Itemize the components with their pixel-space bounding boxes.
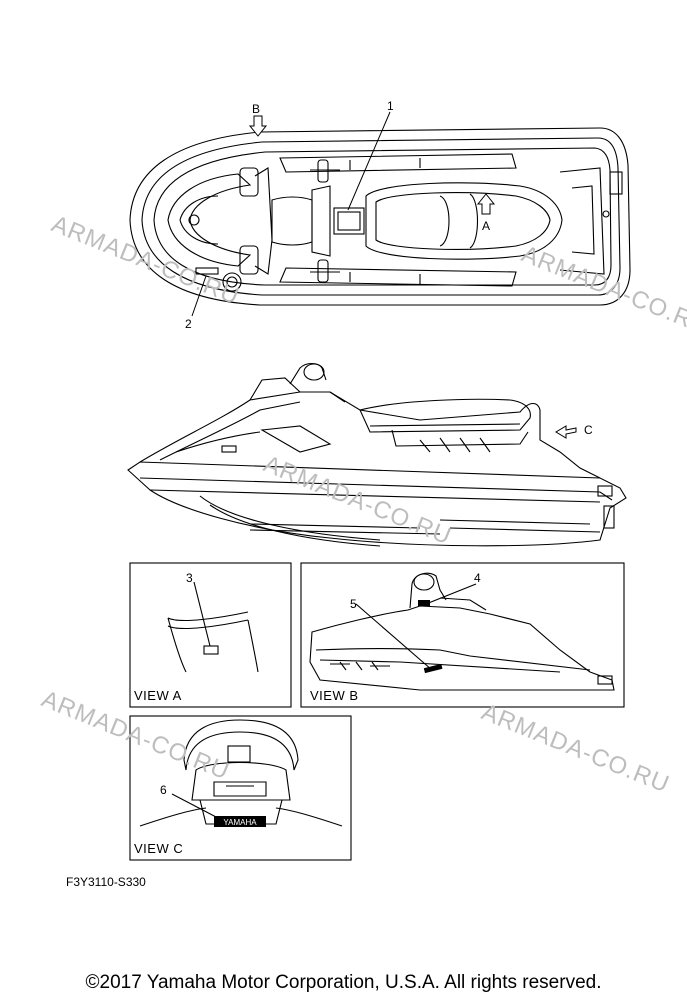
watermark: ARMADA-CO.RU	[260, 451, 456, 551]
side-view	[127, 362, 627, 547]
view-b-title: VIEW B	[310, 688, 359, 703]
view-b-drawing	[309, 572, 615, 691]
label-c: C	[584, 423, 593, 437]
yamaha-plate-text: YAMAHA	[223, 818, 257, 827]
arrow-a-icon	[476, 193, 496, 215]
label-1: 1	[387, 99, 394, 113]
view-b-frame	[300, 562, 625, 708]
top-view	[129, 127, 631, 306]
label-5-plate	[423, 663, 443, 674]
view-c-frame	[129, 715, 352, 861]
label-6: 6	[160, 783, 167, 797]
view-a-frame	[129, 562, 292, 708]
label-2: 2	[185, 317, 192, 331]
label-4: 4	[474, 571, 481, 585]
watermark: ARMADA-CO.RU	[48, 211, 244, 311]
top-view-callouts	[191, 111, 496, 317]
arrow-c-icon	[555, 425, 577, 439]
view-a-title: VIEW A	[134, 688, 182, 703]
watermark: ARMADA-CO.RU	[518, 241, 687, 341]
watermark: ARMADA-CO.RU	[478, 699, 674, 799]
figure-code: F3Y3110-S330	[66, 875, 146, 889]
label-5: 5	[350, 597, 357, 611]
side-view-callouts	[555, 425, 577, 439]
label-a: A	[482, 219, 490, 233]
view-c-title: VIEW C	[134, 841, 183, 856]
label-4-plate	[418, 600, 430, 606]
view-a-drawing	[167, 581, 259, 673]
copyright-notice: ©2017 Yamaha Motor Corporation, U.S.A. A…	[85, 972, 602, 993]
label-3: 3	[186, 571, 193, 585]
arrow-b-icon	[248, 115, 268, 137]
label-b: B	[252, 102, 260, 116]
yamaha-plate	[214, 816, 266, 827]
